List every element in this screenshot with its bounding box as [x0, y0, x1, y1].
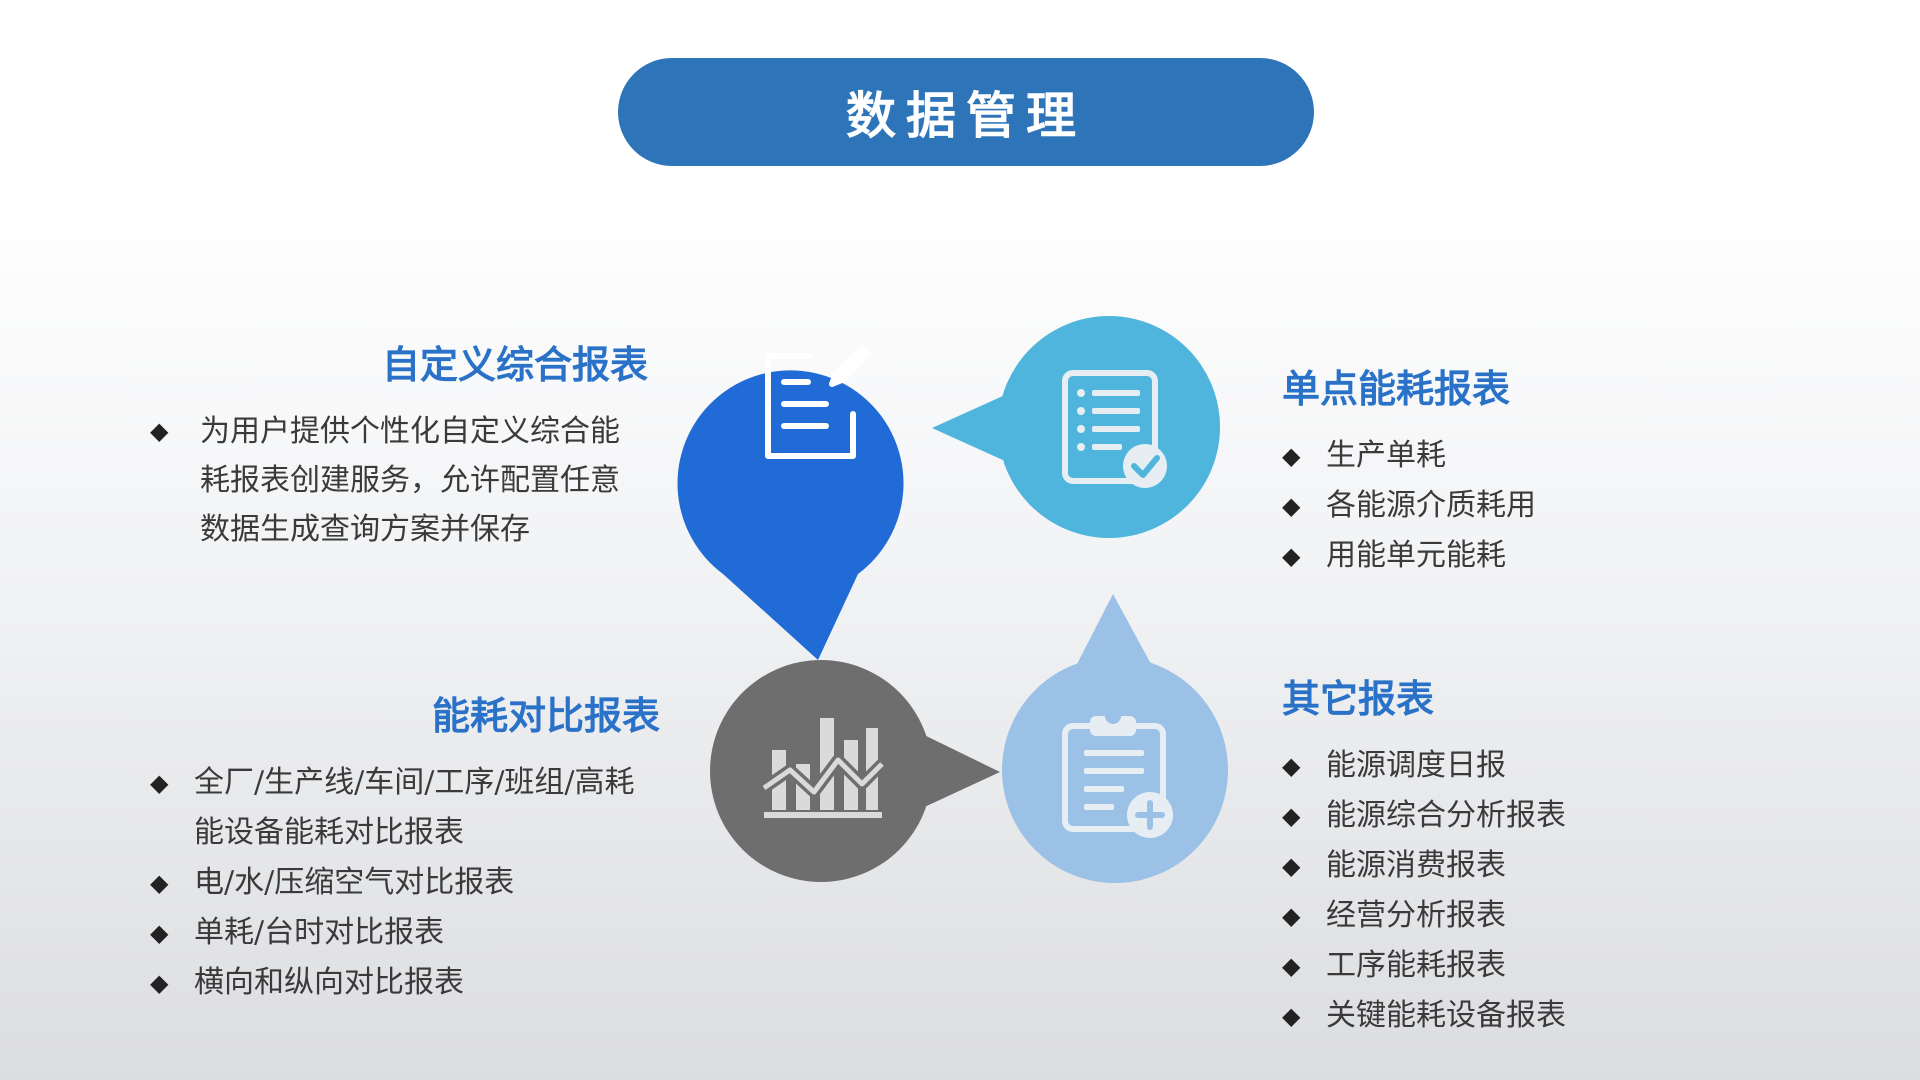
list-item: ◆生产单耗: [1282, 431, 1802, 481]
diamond-bullet-icon: ◆: [150, 769, 169, 797]
diamond-bullet-icon: ◆: [1282, 752, 1301, 780]
comparison-report-heading: 能耗对比报表: [431, 694, 660, 738]
diamond-bullet-icon: ◆: [1282, 542, 1301, 570]
custom-report-section: 自定义综合报表 ◆ 为用户提供个性化自定义综合能耗报表创建服务，允许配置任意数据…: [150, 341, 648, 554]
diamond-bullet-icon: ◆: [1282, 852, 1301, 880]
custom-report-bubble-shape: [677, 370, 904, 660]
other-report-section: 其它报表 ◆能源调度日报 ◆能源综合分析报表 ◆能源消费报表 ◆经营分析报表 ◆…: [1282, 675, 1842, 1041]
list-item: ◆能源消费报表: [1282, 841, 1842, 891]
list-item: ◆电/水/压缩空气对比报表: [150, 858, 660, 908]
custom-report-heading: 自定义综合报表: [381, 343, 648, 387]
list-item: ◆工序能耗报表: [1282, 941, 1842, 991]
other-report-list: ◆能源调度日报 ◆能源综合分析报表 ◆能源消费报表 ◆经营分析报表 ◆工序能耗报…: [1282, 741, 1842, 1041]
list-item: ◆ 为用户提供个性化自定义综合能耗报表创建服务，允许配置任意数据生成查询方案并保…: [150, 407, 648, 554]
comparison-report-bubble-pointer: [918, 732, 1000, 810]
list-item: ◆能源调度日报: [1282, 741, 1842, 791]
single-point-report-list: ◆生产单耗 ◆各能源介质耗用 ◆用能单元能耗: [1282, 431, 1802, 581]
other-report-bubble: [1002, 594, 1228, 883]
diamond-bullet-icon: ◆: [150, 969, 169, 997]
comparison-report-bubble: [710, 660, 1000, 882]
comparison-report-list: ◆全厂/生产线/车间/工序/班组/高耗能设备能耗对比报表 ◆电/水/压缩空气对比…: [150, 758, 660, 1008]
list-item: ◆能源综合分析报表: [1282, 791, 1842, 841]
list-item: ◆用能单元能耗: [1282, 531, 1802, 581]
single-point-report-bubble: [932, 316, 1220, 538]
page-title: 数据管理: [846, 86, 1086, 145]
custom-report-bubble: [677, 345, 904, 660]
list-item: ◆关键能耗设备报表: [1282, 991, 1842, 1041]
bar-chart-icon: [760, 718, 887, 818]
list-item: ◆经营分析报表: [1282, 891, 1842, 941]
diamond-bullet-icon: ◆: [150, 869, 169, 897]
clipboard-add-icon: [1062, 708, 1173, 838]
single-point-report-heading: 单点能耗报表: [1282, 367, 1511, 411]
other-report-heading: 其它报表: [1282, 677, 1435, 721]
single-point-report-bubble-pointer: [932, 390, 1016, 466]
list-item: ◆全厂/生产线/车间/工序/班组/高耗能设备能耗对比报表: [150, 758, 660, 858]
custom-report-list: ◆ 为用户提供个性化自定义综合能耗报表创建服务，允许配置任意数据生成查询方案并保…: [150, 407, 648, 554]
diamond-bullet-icon: ◆: [1282, 442, 1301, 470]
diamond-bullet-icon: ◆: [1282, 1002, 1301, 1030]
diamond-bullet-icon: ◆: [150, 417, 169, 445]
edit-document-icon: [765, 345, 871, 459]
comparison-report-section: 能耗对比报表 ◆全厂/生产线/车间/工序/班组/高耗能设备能耗对比报表 ◆电/水…: [150, 692, 660, 1008]
title-banner: 数据管理: [618, 58, 1314, 166]
diamond-bullet-icon: ◆: [150, 919, 169, 947]
list-item: ◆各能源介质耗用: [1282, 481, 1802, 531]
other-report-bubble-pointer: [1077, 594, 1151, 664]
diamond-bullet-icon: ◆: [1282, 902, 1301, 930]
diamond-bullet-icon: ◆: [1282, 802, 1301, 830]
list-item: ◆单耗/台时对比报表: [150, 908, 660, 958]
diamond-bullet-icon: ◆: [1282, 952, 1301, 980]
checklist-icon: [1062, 370, 1167, 488]
single-point-report-section: 单点能耗报表 ◆生产单耗 ◆各能源介质耗用 ◆用能单元能耗: [1282, 365, 1802, 581]
diamond-bullet-icon: ◆: [1282, 492, 1301, 520]
list-item: ◆横向和纵向对比报表: [150, 958, 660, 1008]
